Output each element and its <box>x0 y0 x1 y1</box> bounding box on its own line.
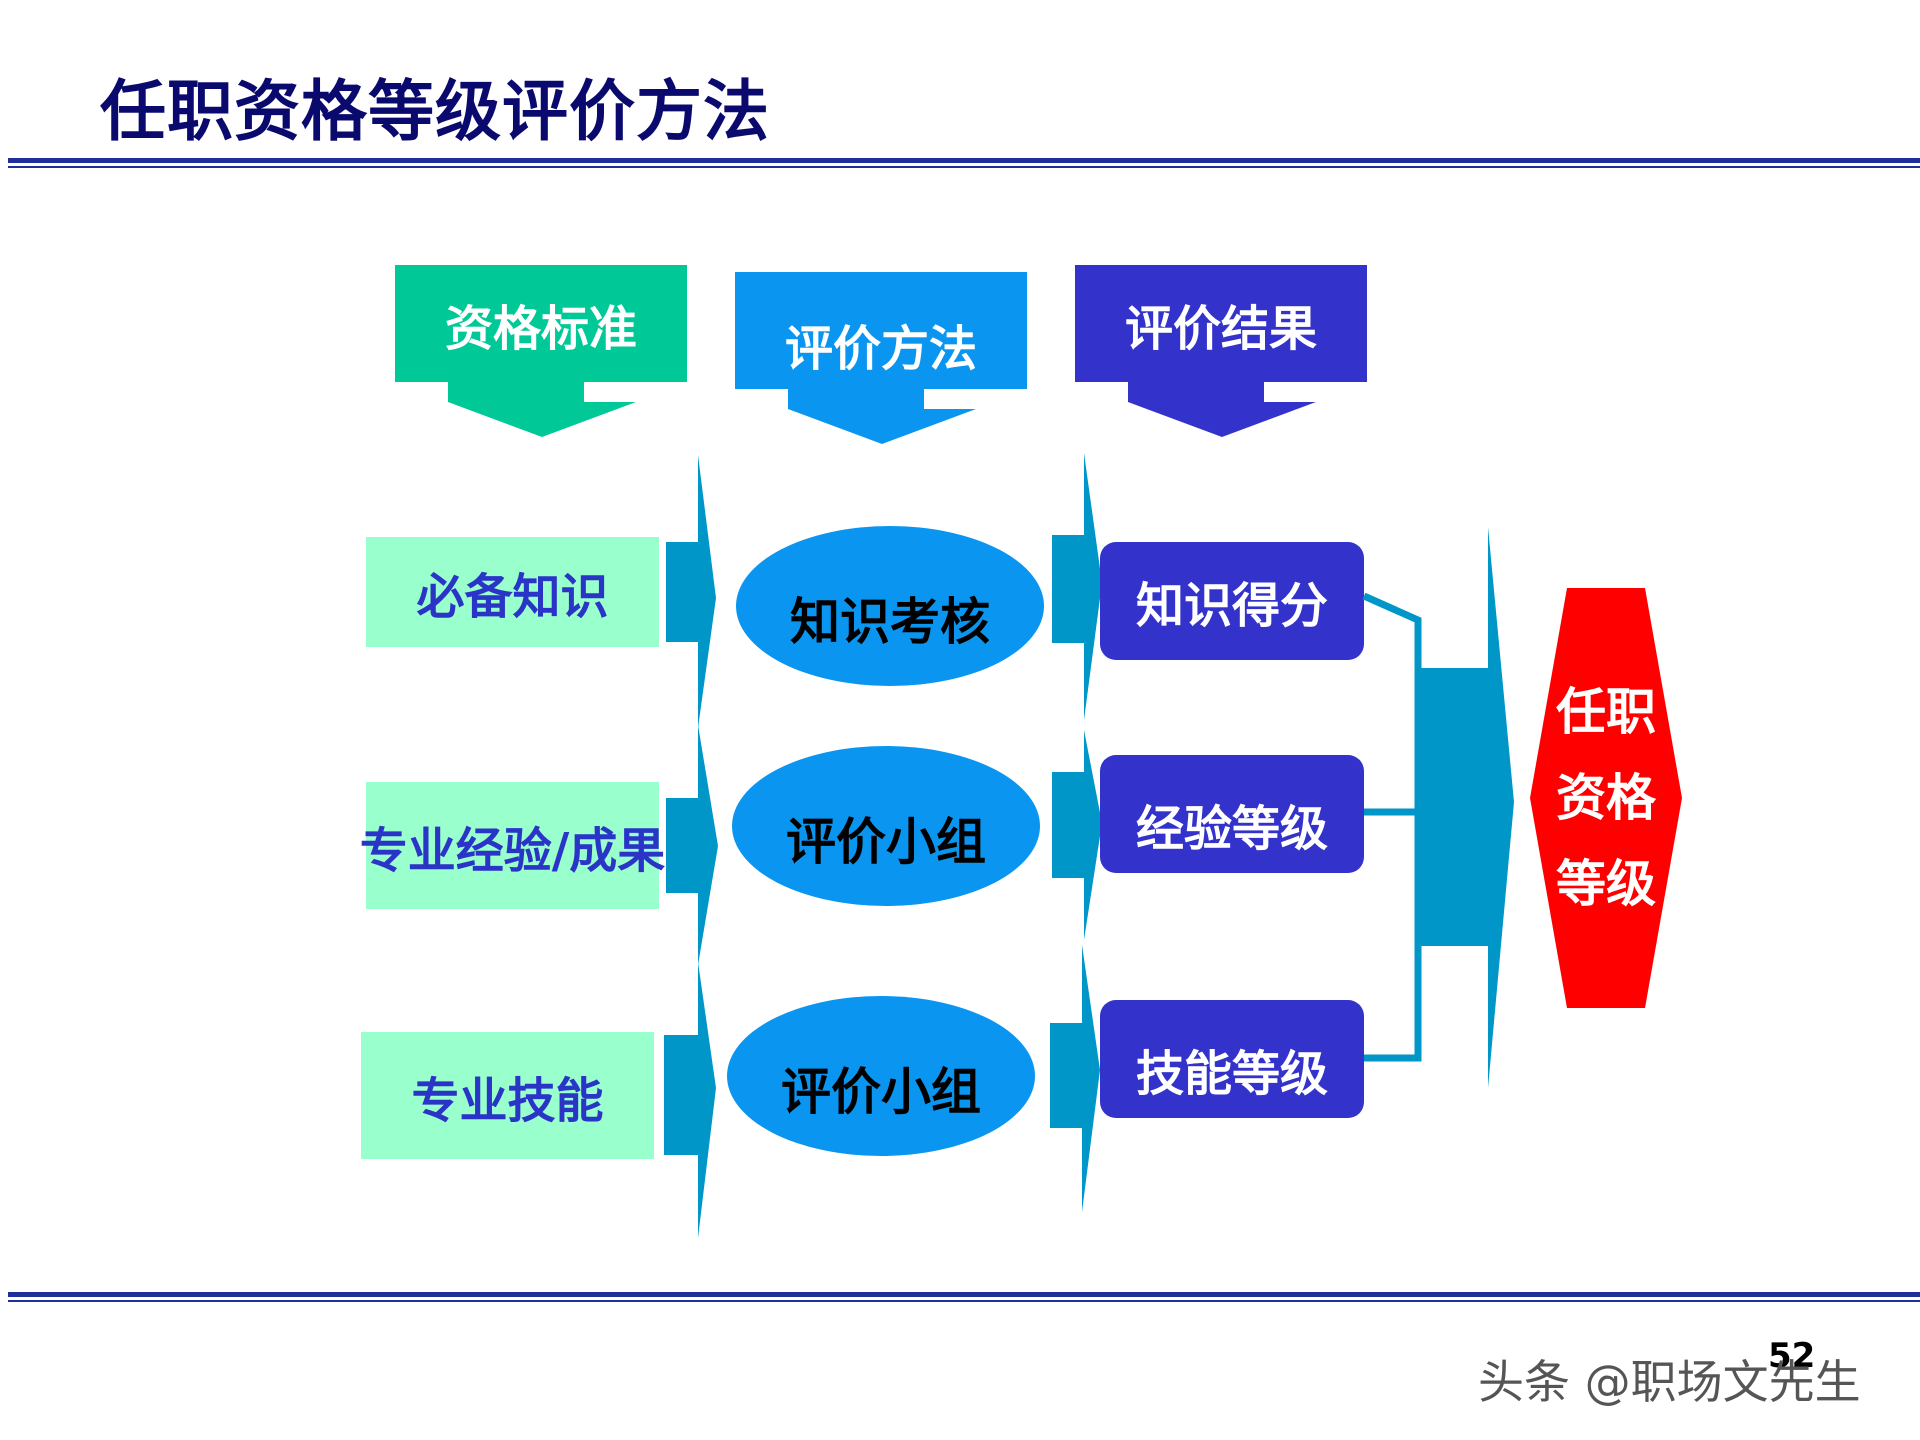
result-box-experience <box>1100 755 1364 873</box>
header-label-results: 评价结果 <box>1124 300 1317 357</box>
slide-title: 任职资格等级评价方法 <box>100 73 770 150</box>
result-label-experience: 经验等级 <box>1135 801 1328 857</box>
bottom-rule-thin <box>8 1300 1920 1302</box>
header-label-standards: 资格标准 <box>444 300 637 357</box>
standard-box-knowledge <box>366 537 659 647</box>
arrow-col1 <box>664 455 718 1238</box>
final-label-line-3: 等级 <box>1556 855 1656 913</box>
final-label: 任职 资格 等级 <box>1530 668 1682 928</box>
method-label-3: 评价小组 <box>781 1063 981 1121</box>
watermark: 头条 @职场文先生 <box>1478 1355 1861 1409</box>
standard-box-experience <box>366 782 659 909</box>
standard-box-skill <box>361 1032 654 1159</box>
final-label-line-1: 任职 <box>1556 683 1656 741</box>
result-box-knowledge <box>1100 542 1364 660</box>
page-number: 52 <box>1768 1336 1816 1376</box>
header-shape-methods <box>735 272 1027 444</box>
final-label-line-2: 资格 <box>1556 769 1656 827</box>
header-shape-results <box>1075 265 1367 437</box>
result-label-skill: 技能等级 <box>1135 1046 1328 1102</box>
method-label-1: 知识考核 <box>790 593 990 651</box>
method-label-2: 评价小组 <box>786 813 986 871</box>
arrow-col2 <box>1050 453 1102 1212</box>
bottom-rule <box>8 1292 1920 1297</box>
standard-label-experience: 专业经验/成果 <box>359 822 666 879</box>
result-box-skill <box>1100 1000 1364 1118</box>
method-oval-2 <box>732 746 1040 906</box>
top-rule <box>8 158 1920 163</box>
merge-arrow <box>1418 527 1514 1088</box>
final-hexagon <box>1530 588 1682 1008</box>
top-rule-thin <box>8 166 1920 168</box>
header-shape-standards <box>395 265 687 437</box>
standard-label-knowledge: 必备知识 <box>416 569 609 625</box>
header-label-methods: 评价方法 <box>784 320 977 377</box>
method-oval-3 <box>727 996 1035 1156</box>
result-label-knowledge: 知识得分 <box>1135 578 1328 634</box>
standard-label-skill: 专业技能 <box>411 1072 604 1129</box>
method-oval-1 <box>736 526 1044 686</box>
merge-lines <box>1362 592 1422 1062</box>
